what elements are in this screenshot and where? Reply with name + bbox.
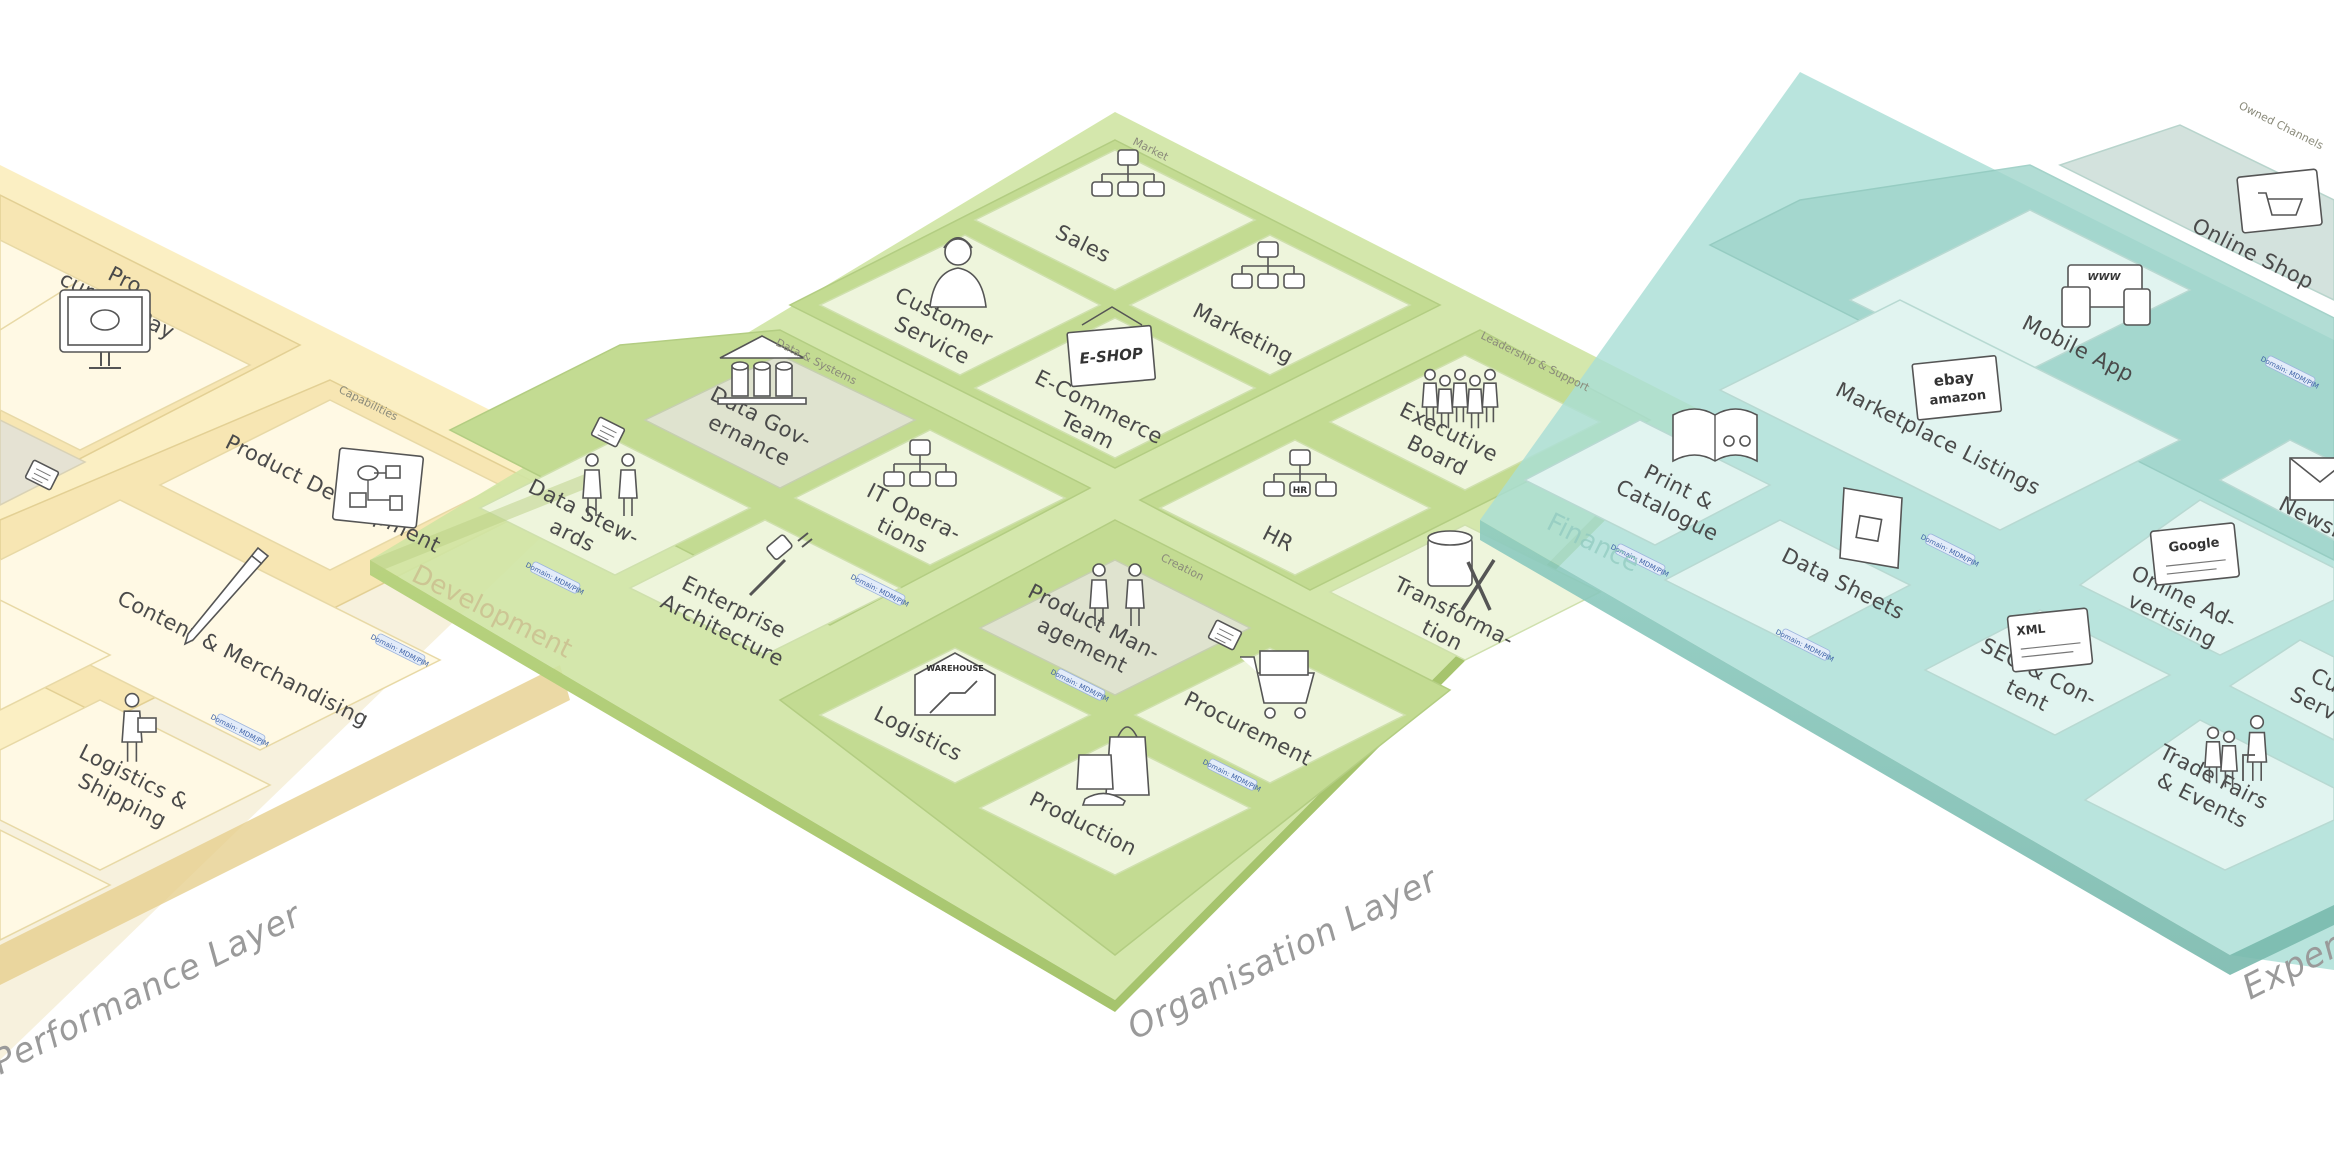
tile-marketing[interactable] <box>1128 234 1412 376</box>
plug-icon <box>748 532 813 597</box>
cart-card-icon <box>2236 168 2323 234</box>
database-stack-icon <box>717 335 807 405</box>
tile-logistics-shipping[interactable] <box>0 699 272 871</box>
svg-text:amazon: amazon <box>1929 388 1987 409</box>
tile-hr[interactable] <box>1158 439 1432 576</box>
tile-production[interactable] <box>978 739 1252 876</box>
tile-data-governance[interactable] <box>643 354 917 489</box>
envelope-icon <box>2289 457 2334 501</box>
presenter-icon <box>2204 714 2268 788</box>
group-people-icon <box>1421 368 1499 429</box>
svg-text:WWW: WWW <box>2087 272 2121 283</box>
browser-ad-icon: Google <box>2149 522 2240 586</box>
svg-text:WAREHOUSE: WAREHOUSE <box>926 664 984 673</box>
tile-trade-fairs[interactable] <box>2083 719 2334 871</box>
open-book-icon <box>1672 408 1758 463</box>
tile-executive-board[interactable] <box>1328 354 1602 491</box>
devices-icon: WWW <box>2061 264 2151 328</box>
two-people-icon <box>1089 563 1145 626</box>
schematic-board-icon <box>331 447 425 529</box>
xml-card-icon: XML <box>2006 607 2094 673</box>
tile-content-merchandising[interactable] <box>0 499 442 751</box>
warehouse-icon: WAREHOUSE <box>914 652 996 716</box>
note-icon <box>24 459 60 491</box>
org-chart-icon <box>1231 241 1305 289</box>
pen-icon <box>183 546 270 646</box>
tile-it-operations[interactable] <box>793 429 1067 566</box>
svg-text:XML: XML <box>2016 621 2046 638</box>
headset-person-icon <box>929 237 987 308</box>
brochure-icon <box>1839 487 1903 569</box>
tools-icon <box>1427 530 1496 611</box>
tile-data-stewards[interactable] <box>478 439 752 576</box>
svg-text:E-SHOP: E-SHOP <box>1079 344 1144 367</box>
eshop-sign-icon: E-SHOP <box>1066 306 1157 388</box>
org-chart-icon <box>1091 149 1165 197</box>
svg-text:ebay: ebay <box>1933 368 1975 390</box>
svg-text:Google: Google <box>2168 535 2221 555</box>
bags-icon <box>1076 726 1150 806</box>
org-chart-icon <box>883 439 957 487</box>
tile-customer-service-right[interactable] <box>2228 639 2334 741</box>
tile-sales[interactable] <box>973 149 1257 291</box>
tile-enterprise-architecture[interactable] <box>628 519 902 656</box>
org-chart-icon: HR <box>1263 449 1337 497</box>
tile-ecommerce-team[interactable] <box>973 317 1257 459</box>
monitor-money-icon <box>59 289 151 369</box>
note-icon <box>590 416 626 448</box>
region-label-owned-channels: Owned Channels <box>2237 99 2326 152</box>
delivery-person-icon <box>121 692 157 762</box>
tile-product-management[interactable] <box>978 559 1252 696</box>
svg-text:HR: HR <box>1293 486 1308 496</box>
shopping-cart-icon <box>1240 650 1316 719</box>
tile-seo-content[interactable] <box>1923 609 2172 736</box>
two-people-icon <box>582 453 638 516</box>
note-icon <box>1207 619 1243 651</box>
tile-print-catalogue[interactable] <box>1523 419 1772 546</box>
